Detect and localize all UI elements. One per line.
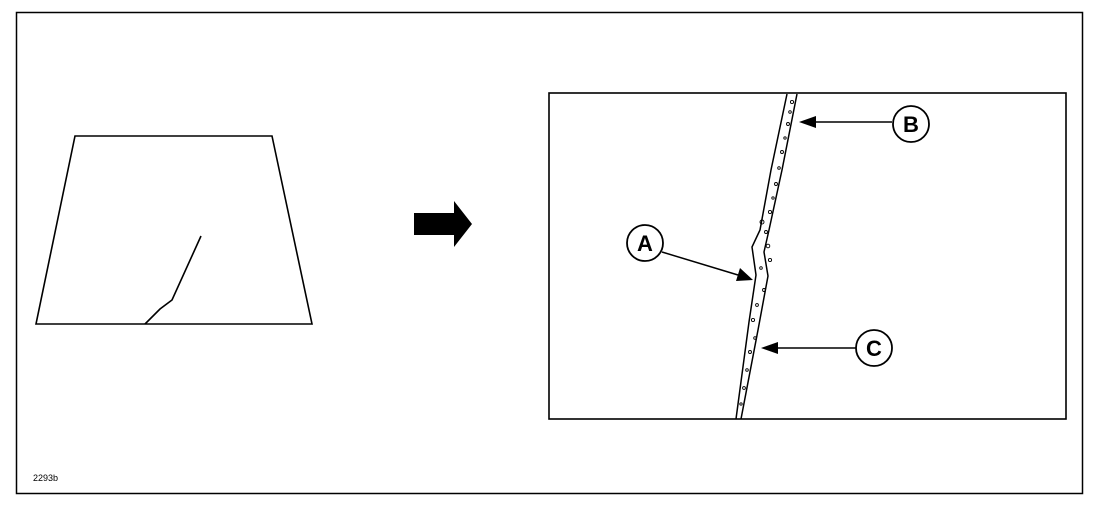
callout-a-leader [661, 251, 739, 276]
callout-c: C [761, 329, 893, 367]
right-arrow-icon [414, 201, 472, 247]
crack-line [144, 235, 202, 325]
callout-b-label: B [903, 112, 919, 137]
glass-particles [739, 99, 795, 406]
crack-edge-right [740, 93, 798, 420]
detail-frame [548, 92, 1067, 420]
windshield-overview [35, 135, 313, 325]
callout-a-label: A [637, 231, 653, 256]
figure-frame [15, 11, 1084, 495]
callout-b-circle [892, 105, 930, 143]
callout-c-circle [855, 329, 893, 367]
callout-a: A [626, 224, 753, 281]
windshield-outline [35, 135, 313, 325]
crack-edge [735, 93, 798, 420]
callout-a-arrowhead [736, 268, 753, 281]
figure-id-label: 2293b [33, 473, 58, 483]
callout-b-arrowhead [799, 116, 816, 128]
crack-detail-view: B A C [548, 92, 1067, 420]
callout-b: B [799, 105, 930, 143]
callout-c-arrowhead [761, 342, 778, 354]
crack-edge-left [735, 93, 788, 420]
callout-c-label: C [866, 336, 882, 361]
callout-a-circle [626, 224, 664, 262]
